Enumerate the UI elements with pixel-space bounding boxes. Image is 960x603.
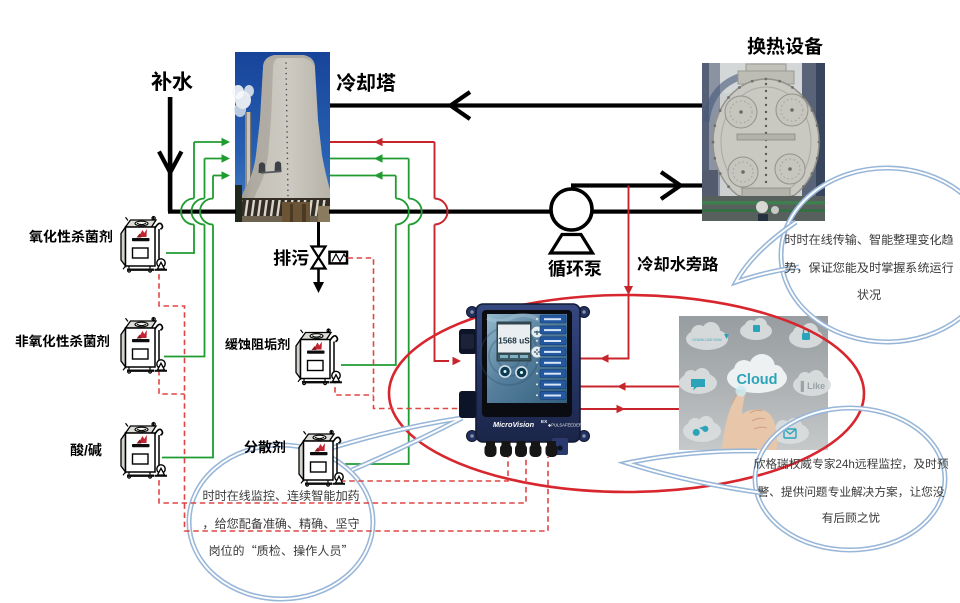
- svg-text:循环泵: 循环泵: [548, 255, 602, 281]
- svg-text:冷却水旁路: 冷却水旁路: [637, 251, 719, 275]
- svg-text:酸/碱: 酸/碱: [70, 440, 102, 460]
- svg-text:补水: 补水: [151, 66, 193, 96]
- svg-text:氧化性杀菌剂: 氧化性杀菌剂: [29, 227, 113, 247]
- svg-text:岗位的“质检、操作人员”: 岗位的“质检、操作人员”: [208, 542, 353, 559]
- svg-text:EX: EX: [541, 419, 548, 424]
- svg-text:◆PULSAFEEDER: ◆PULSAFEEDER: [548, 423, 582, 428]
- svg-text:▌Like: ▌Like: [801, 380, 825, 392]
- svg-text:有后顾之忧: 有后顾之忧: [822, 509, 881, 526]
- svg-text:欣格瑞权威专家24h远程监控，及时预: 欣格瑞权威专家24h远程监控，及时预: [754, 455, 949, 472]
- svg-text:时时在线监控、连续智能加药: 时时在线监控、连续智能加药: [202, 487, 359, 504]
- svg-text:缓蚀阻垢剂: 缓蚀阻垢剂: [225, 334, 290, 353]
- svg-text:分散剂: 分散剂: [244, 437, 286, 457]
- svg-text:状况: 状况: [857, 286, 881, 303]
- svg-text:换热设备: 换热设备: [747, 32, 823, 59]
- svg-text:排污: 排污: [273, 245, 309, 271]
- svg-text:时时在线传输、智能整理变化趋: 时时在线传输、智能整理变化趋: [784, 231, 953, 248]
- svg-text:，给您配备准确、精确、坚守: ，给您配备准确、精确、坚守: [202, 515, 359, 532]
- svg-text:Cloud: Cloud: [736, 372, 777, 388]
- svg-text:势，保证您能及时掌握系统运行: 势，保证您能及时掌握系统运行: [784, 259, 953, 276]
- svg-text:MicroVision: MicroVision: [493, 420, 535, 429]
- svg-text:1568 uS: 1568 uS: [498, 336, 530, 346]
- svg-text:警、提供问题专业解决方案，让您没: 警、提供问题专业解决方案，让您没: [757, 483, 944, 500]
- svg-text:冷却塔: 冷却塔: [336, 67, 396, 96]
- svg-text:非氧化性杀菌剂: 非氧化性杀菌剂: [15, 330, 110, 350]
- svg-text:DOWNLOAD NOW: DOWNLOAD NOW: [692, 338, 722, 342]
